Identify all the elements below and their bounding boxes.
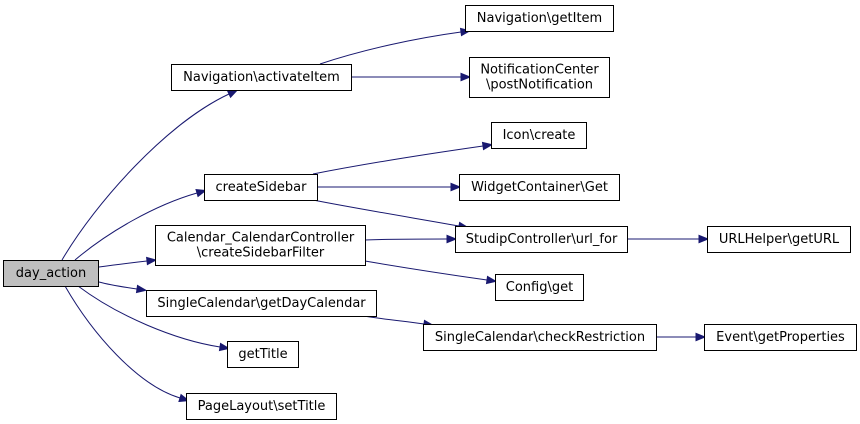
node-label: NotificationCenter bbox=[480, 63, 599, 78]
node-label: SingleCalendar\getDayCalendar bbox=[157, 296, 366, 311]
edge-line bbox=[364, 260, 488, 281]
node-widget-get[interactable]: WidgetContainer\Get bbox=[459, 174, 620, 201]
edge-day_action-to-cal_filter bbox=[98, 256, 158, 268]
node-config-get[interactable]: Config\get bbox=[495, 274, 584, 301]
node-label: SingleCalendar\checkRestriction bbox=[435, 330, 645, 345]
edge-line bbox=[312, 199, 460, 227]
node-label: PageLayout\setTitle bbox=[198, 399, 326, 414]
node-box bbox=[155, 225, 366, 266]
edge-day_action-to-get_title bbox=[77, 285, 231, 352]
arrowhead-icon bbox=[135, 284, 148, 294]
arrowhead-icon bbox=[218, 342, 231, 352]
node-get-title[interactable]: getTitle bbox=[227, 341, 299, 368]
arrowhead-icon bbox=[446, 234, 458, 244]
edge-line bbox=[64, 285, 181, 399]
arrowhead-icon bbox=[695, 332, 707, 342]
arrowhead-icon bbox=[460, 72, 472, 82]
edge-line bbox=[312, 145, 484, 175]
node-label: getTitle bbox=[238, 347, 287, 362]
node-label: Calendar_CalendarController bbox=[167, 231, 355, 246]
node-box bbox=[186, 393, 337, 420]
node-box bbox=[227, 341, 299, 368]
node-icon-create[interactable]: Icon\create bbox=[491, 122, 587, 149]
node-day-action[interactable]: day_action bbox=[3, 260, 99, 287]
node-box bbox=[707, 226, 851, 253]
node-notif-post[interactable]: NotificationCenter\postNotification bbox=[469, 57, 610, 98]
node-get-day-cal[interactable]: SingleCalendar\getDayCalendar bbox=[146, 290, 377, 317]
node-box bbox=[204, 174, 318, 201]
node-box bbox=[465, 5, 614, 32]
node-get-url[interactable]: URLHelper\getURL bbox=[707, 226, 851, 253]
edge-line bbox=[77, 285, 221, 348]
node-label: \postNotification bbox=[486, 78, 593, 93]
call-graph-edges bbox=[61, 27, 710, 403]
node-nav-getitem[interactable]: Navigation\getItem bbox=[465, 5, 614, 32]
node-cal-filter[interactable]: Calendar_CalendarController\createSideba… bbox=[155, 225, 366, 266]
edge-day_action-to-get_day_cal bbox=[98, 281, 148, 294]
edge-day_action-to-create_sidebar bbox=[74, 188, 207, 261]
node-create-sidebar[interactable]: createSidebar bbox=[204, 174, 318, 201]
edge-line bbox=[98, 281, 138, 290]
edge-nav_activate-to-nav_getitem bbox=[319, 27, 472, 65]
node-label: day_action bbox=[16, 266, 86, 281]
edge-line bbox=[61, 93, 230, 261]
node-label: \createSidebarFilter bbox=[197, 246, 325, 261]
edge-line bbox=[98, 260, 148, 268]
arrowhead-icon bbox=[226, 89, 239, 99]
arrowhead-icon bbox=[485, 275, 498, 285]
edge-create_sidebar-to-widget_get bbox=[317, 182, 462, 192]
arrowhead-icon bbox=[195, 188, 207, 198]
node-url-for[interactable]: StudipController\url_for bbox=[455, 226, 628, 253]
edge-create_sidebar-to-icon_create bbox=[312, 141, 494, 175]
arrowhead-icon bbox=[450, 182, 462, 192]
edge-day_action-to-nav_activate bbox=[61, 89, 239, 261]
edge-check_restr-to-event_props bbox=[655, 332, 707, 342]
node-event-props[interactable]: Event\getProperties bbox=[704, 324, 857, 351]
edge-cal_filter-to-url_for bbox=[364, 234, 458, 244]
node-box bbox=[459, 174, 620, 201]
node-label: Navigation\activateItem bbox=[183, 70, 340, 85]
node-label: Event\getProperties bbox=[716, 330, 845, 345]
edge-line bbox=[364, 238, 448, 241]
node-label: Config\get bbox=[506, 280, 573, 295]
edge-line bbox=[363, 315, 425, 325]
node-box bbox=[455, 226, 628, 253]
node-check-restr[interactable]: SingleCalendar\checkRestriction bbox=[423, 324, 657, 351]
node-label: URLHelper\getURL bbox=[719, 232, 840, 247]
node-box bbox=[171, 64, 352, 91]
node-label: Icon\create bbox=[503, 128, 576, 143]
node-set-title[interactable]: PageLayout\setTitle bbox=[186, 393, 337, 420]
node-nav-activate[interactable]: Navigation\activateItem bbox=[171, 64, 352, 91]
call-graph-nodes: day_action Navigation\activateItem Navigat… bbox=[3, 5, 857, 420]
node-box bbox=[146, 290, 377, 317]
node-box bbox=[3, 260, 99, 287]
node-box bbox=[469, 57, 610, 98]
edge-cal_filter-to-config_get bbox=[364, 260, 498, 285]
edge-nav_activate-to-notif_post bbox=[351, 72, 472, 82]
node-label: createSidebar bbox=[216, 180, 308, 195]
edge-get_day_cal-to-check_restr bbox=[363, 315, 435, 329]
edge-line bbox=[319, 31, 462, 65]
node-box bbox=[491, 122, 587, 149]
node-label: WidgetContainer\Get bbox=[471, 180, 608, 195]
edge-url_for-to-get_url bbox=[627, 234, 710, 244]
node-label: Navigation\getItem bbox=[477, 11, 602, 26]
node-label: StudipController\url_for bbox=[466, 232, 618, 247]
node-box bbox=[423, 324, 657, 351]
arrowhead-icon bbox=[146, 256, 158, 266]
edge-line bbox=[74, 192, 198, 261]
node-box bbox=[704, 324, 857, 351]
arrowhead-icon bbox=[481, 141, 494, 151]
arrowhead-icon bbox=[698, 234, 710, 244]
node-box bbox=[495, 274, 584, 301]
